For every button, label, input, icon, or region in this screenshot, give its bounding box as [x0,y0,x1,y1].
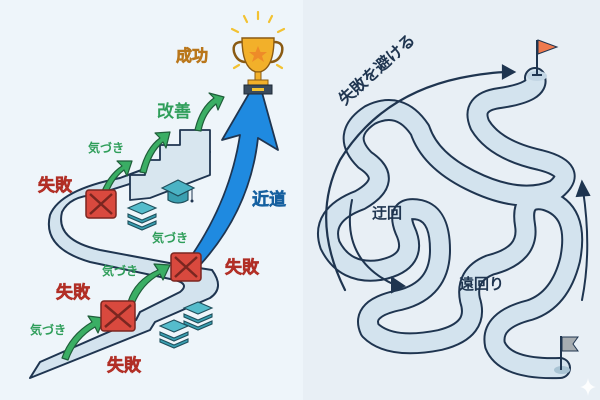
shortcut-arrow-icon [189,77,279,266]
notice-label-1: 気づき [88,141,125,155]
goal-flag-icon [527,39,559,81]
avoid-failure-arrow-icon [325,64,517,292]
shortcut-label: 近道 [252,190,287,210]
start-flag-icon [554,336,579,374]
detour-arrow-icon [348,199,406,294]
winding-path [317,67,584,380]
improve-label: 改善 [157,102,191,122]
long-way-arrow-icon [575,179,591,301]
sparkle-icon [580,378,596,396]
long-way-label: 遠回り [459,275,505,293]
detour-label: 迂回 [372,204,403,222]
fail-label-2: 失敗 [225,258,260,278]
graduation-cap-icon [160,179,196,204]
failure-x-box-icon [85,189,202,332]
book-stack-icon [126,201,214,349]
fail-label-4: 失敗 [107,356,142,376]
notice-label-2: 気づき [152,231,189,245]
success-label: 成功 [176,46,209,65]
fail-label-1: 失敗 [38,176,73,196]
staircase [129,129,211,201]
notice-label-4: 気づき [30,323,67,337]
fail-label-3: 失敗 [56,283,91,303]
notice-label-3: 気づき [102,264,139,278]
trophy-icon [230,10,286,95]
